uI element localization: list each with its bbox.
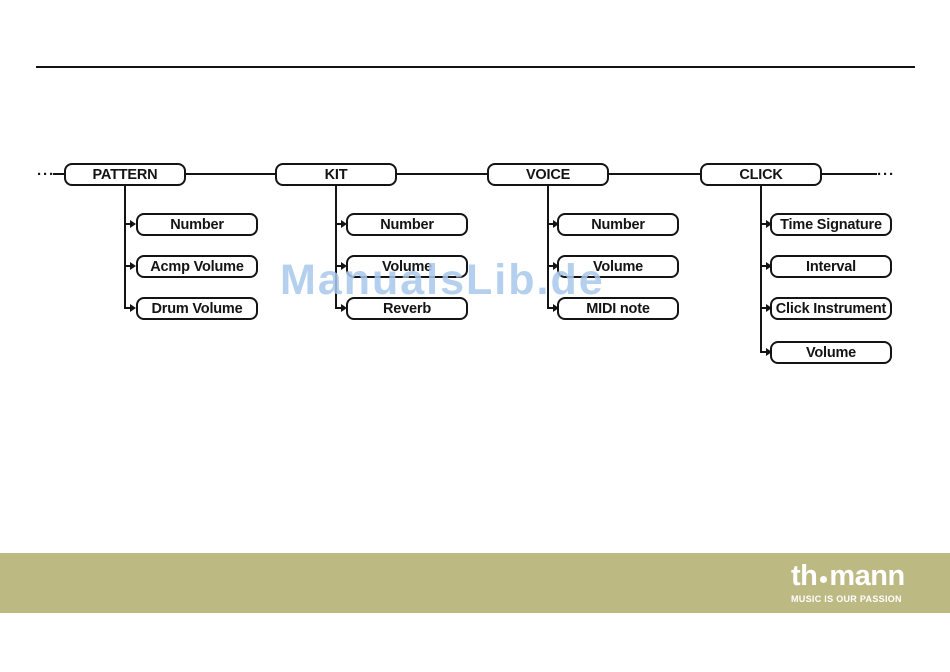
node-kit-volume: Volume xyxy=(346,255,468,278)
arrow-right-icon xyxy=(553,262,559,270)
node-pattern-acmp-volume: Acmp Volume xyxy=(136,255,258,278)
connector-line xyxy=(336,307,342,309)
thomann-wordmark: th mann xyxy=(791,562,905,591)
node-click-interval: Interval xyxy=(770,255,892,278)
arrow-right-icon xyxy=(341,262,347,270)
connector-line xyxy=(547,186,549,309)
connector-line xyxy=(336,265,342,267)
brand-text-right: mann xyxy=(829,560,905,592)
watermark-text: ManualsLib.de xyxy=(280,256,605,304)
node-click-instrument: Click Instrument xyxy=(770,297,892,320)
connector-line xyxy=(186,173,275,175)
node-kit: KIT xyxy=(275,163,397,186)
arrow-right-icon xyxy=(766,304,772,312)
connector-line xyxy=(125,307,131,309)
connector-line xyxy=(125,223,131,225)
arrow-right-icon xyxy=(341,304,347,312)
connector-line xyxy=(761,265,767,267)
node-kit-reverb: Reverb xyxy=(346,297,468,320)
footer-band: th mann MUSIC IS OUR PASSION xyxy=(0,553,950,613)
arrow-right-icon xyxy=(341,220,347,228)
arrow-right-icon xyxy=(130,220,136,228)
node-voice: VOICE xyxy=(487,163,609,186)
arrow-right-icon xyxy=(766,220,772,228)
connector-line xyxy=(761,307,767,309)
arrow-right-icon xyxy=(766,348,772,356)
node-click: CLICK xyxy=(700,163,822,186)
node-click-time-signature: Time Signature xyxy=(770,213,892,236)
connector-line xyxy=(548,223,554,225)
header-rule xyxy=(36,66,915,68)
connector-line xyxy=(609,173,700,175)
node-pattern-drum-volume: Drum Volume xyxy=(136,297,258,320)
connector-line xyxy=(397,173,487,175)
arrow-right-icon xyxy=(130,304,136,312)
connector-line xyxy=(125,265,131,267)
node-pattern-number: Number xyxy=(136,213,258,236)
node-voice-number: Number xyxy=(557,213,679,236)
connector-line xyxy=(336,223,342,225)
right-continuation-dots: ··· xyxy=(877,166,895,183)
brand-text-left: th xyxy=(791,560,818,592)
connector-line xyxy=(548,265,554,267)
brand-dot-icon xyxy=(820,576,828,583)
connector-line xyxy=(760,186,762,353)
brand-tagline: MUSIC IS OUR PASSION xyxy=(791,594,902,604)
connector-line xyxy=(124,186,126,309)
connector-line xyxy=(761,351,767,353)
connector-line xyxy=(548,307,554,309)
node-pattern: PATTERN xyxy=(64,163,186,186)
connector-line xyxy=(335,186,337,309)
connector-line xyxy=(822,173,877,175)
arrow-right-icon xyxy=(130,262,136,270)
connector-line xyxy=(761,223,767,225)
thomann-logo: th mann MUSIC IS OUR PASSION xyxy=(791,562,905,605)
node-voice-volume: Volume xyxy=(557,255,679,278)
node-click-volume: Volume xyxy=(770,341,892,364)
arrow-right-icon xyxy=(766,262,772,270)
arrow-right-icon xyxy=(553,304,559,312)
node-kit-number: Number xyxy=(346,213,468,236)
node-voice-midi-note: MIDI note xyxy=(557,297,679,320)
connector-line xyxy=(53,173,64,175)
arrow-right-icon xyxy=(553,220,559,228)
left-continuation-dots: ··· xyxy=(37,166,55,183)
